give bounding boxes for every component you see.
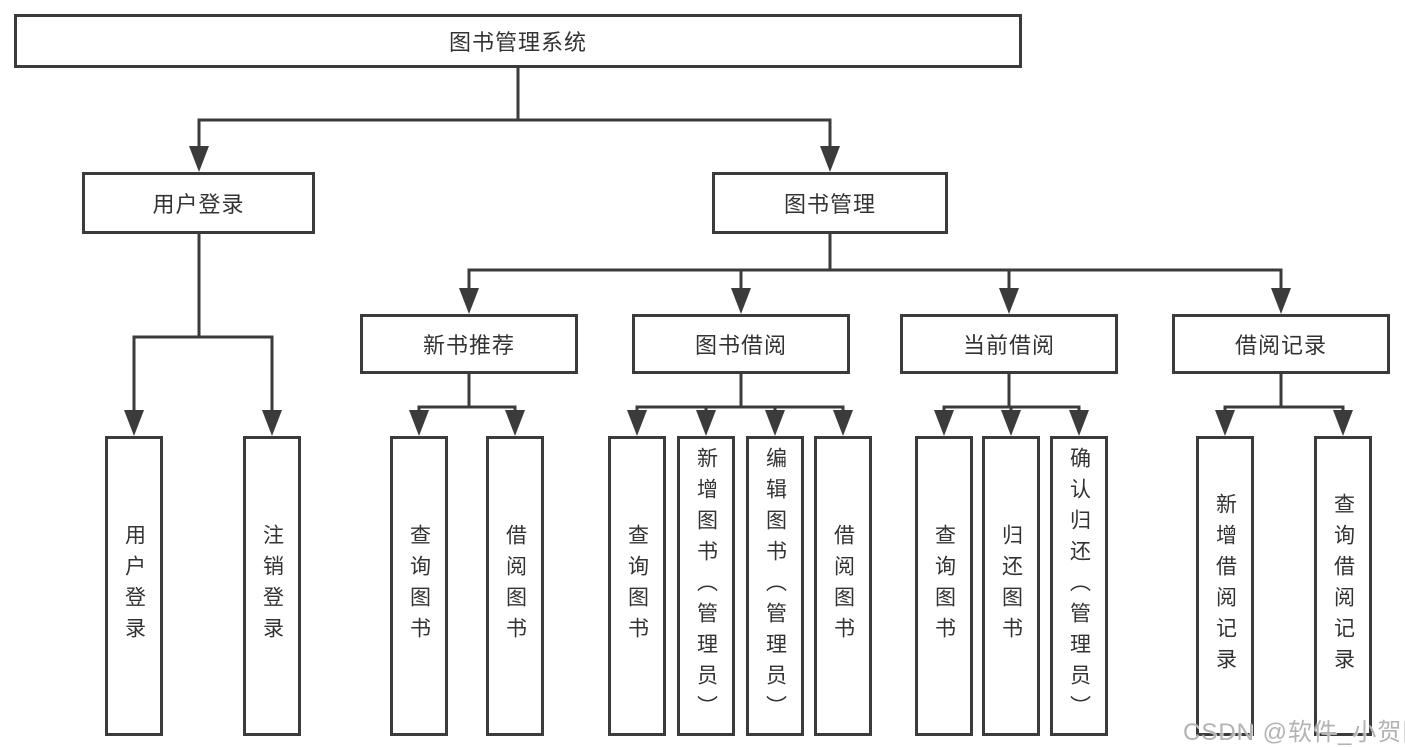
arrowhead-icon-leaf-return-book (1001, 410, 1021, 436)
node-leaf-query-borrow-rec: 查询借阅记录 (1314, 436, 1372, 736)
node-book-mgmt: 图书管理 (712, 172, 948, 234)
arrowhead-icon-leaf-query-book-1 (409, 410, 429, 436)
node-leaf-edit-book: 编辑图书（管理员） (746, 436, 804, 736)
arrowhead-icon-leaf-query-borrow-rec (1333, 410, 1353, 436)
node-leaf-return-book: 归还图书 (982, 436, 1040, 736)
node-leaf-logout: 注销登录 (243, 436, 301, 736)
arrowhead-icon-user-login (189, 146, 209, 172)
node-borrow-records: 借阅记录 (1172, 314, 1390, 374)
node-leaf-query-book-3: 查询图书 (915, 436, 973, 736)
arrowhead-icon-new-book-rec (459, 288, 479, 314)
node-book-borrow: 图书借阅 (632, 314, 850, 374)
arrowhead-icon-book-borrow (731, 288, 751, 314)
watermark: CSDN @软件_小贺同学 (1183, 719, 1405, 746)
arrowhead-icon-leaf-borrow-book-1 (505, 410, 525, 436)
node-leaf-query-book-1: 查询图书 (390, 436, 448, 736)
node-leaf-borrow-book-2: 借阅图书 (814, 436, 872, 736)
node-leaf-borrow-book-1: 借阅图书 (486, 436, 544, 736)
node-current-borrow: 当前借阅 (900, 314, 1118, 374)
arrowhead-icon-borrow-records (1271, 288, 1291, 314)
arrowhead-icon-leaf-confirm-return (1069, 410, 1089, 436)
arrowhead-icon-leaf-query-book-3 (934, 410, 954, 436)
node-leaf-query-book-2: 查询图书 (608, 436, 666, 736)
arrowhead-icon-leaf-add-book (696, 410, 716, 436)
node-leaf-add-book: 新增图书（管理员） (677, 436, 735, 736)
arrowhead-icon-leaf-query-book-2 (627, 410, 647, 436)
node-user-login: 用户登录 (82, 172, 315, 234)
arrowhead-icon-book-mgmt (820, 146, 840, 172)
arrowhead-icon-leaf-logout (262, 410, 282, 436)
node-leaf-add-borrow-rec: 新增借阅记录 (1196, 436, 1254, 736)
arrowhead-icon-leaf-edit-book (765, 410, 785, 436)
node-root: 图书管理系统 (14, 14, 1022, 68)
arrowhead-icon-leaf-borrow-book-2 (833, 410, 853, 436)
node-leaf-user-login: 用户登录 (105, 436, 163, 736)
arrowhead-icon-current-borrow (999, 288, 1019, 314)
node-leaf-confirm-return: 确认归还（管理员） (1050, 436, 1108, 736)
arrowhead-icon-leaf-add-borrow-rec (1215, 410, 1235, 436)
node-new-book-rec: 新书推荐 (360, 314, 578, 374)
arrowhead-icon-leaf-user-login (124, 410, 144, 436)
